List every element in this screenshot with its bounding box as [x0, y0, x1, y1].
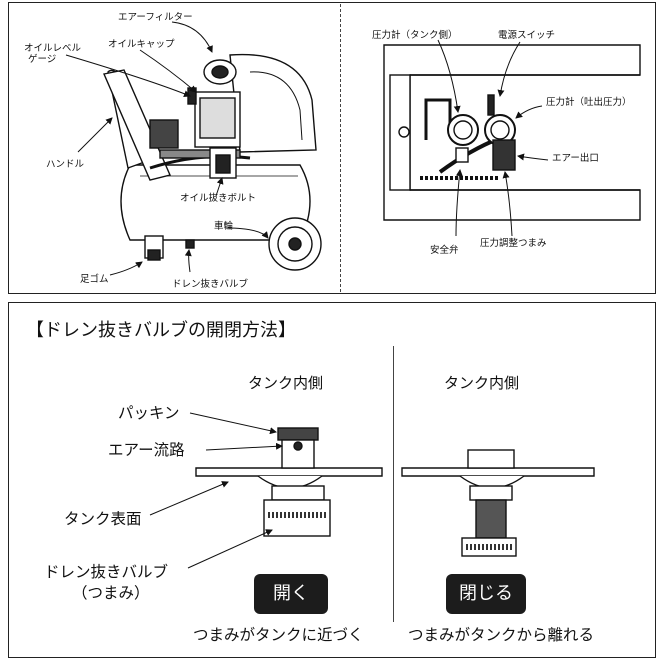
label-air-filter: エアーフィルター: [118, 12, 193, 23]
label-tank-surface: タンク表面: [64, 510, 142, 528]
label-packing: パッキン: [118, 404, 180, 422]
label-pressure-knob: 圧力調整つまみ: [480, 238, 547, 249]
valve-closed-illustration: [401, 449, 595, 557]
label-oil-level-gauge-2: ゲージ: [28, 54, 57, 65]
close-button[interactable]: 閉じる: [446, 574, 526, 614]
label-drain-valve-knob-1: ドレン抜きバルブ: [44, 563, 169, 581]
label-oil-cap: オイルキャップ: [108, 39, 175, 50]
label-safety-valve: 安全弁: [430, 245, 459, 256]
label-foot-rubber: 足ゴム: [80, 274, 109, 285]
open-button[interactable]: 開く: [254, 574, 328, 614]
label-handle: ハンドル: [46, 159, 85, 170]
inner-left-header: タンク内側: [248, 374, 324, 392]
label-oil-drain-bolt: オイル抜きボルト: [180, 193, 257, 204]
label-wheel: 車輪: [214, 221, 234, 232]
label-pressure-gauge-out: 圧力計（吐出圧力）: [546, 97, 632, 108]
valve-open-illustration: [195, 427, 383, 537]
open-caption: つまみがタンクに近づく: [193, 626, 364, 644]
drain-valve-panel: [8, 302, 656, 658]
valve-section-title: 【ドレン抜きバルブの開閉方法】: [26, 320, 296, 341]
bottom-divider: [393, 346, 394, 622]
label-power-switch: 電源スイッチ: [498, 30, 556, 41]
label-air-outlet: エアー出口: [552, 153, 599, 164]
compressor-illustration: [103, 53, 322, 271]
inner-right-header: タンク内側: [444, 374, 520, 392]
label-drain-valve: ドレン抜きバルブ: [172, 279, 249, 290]
label-pressure-gauge-tank: 圧力計（タンク側）: [372, 30, 458, 41]
top-divider: [340, 4, 341, 292]
control-panel-illustration: [383, 44, 641, 221]
close-caption: つまみがタンクから離れる: [408, 626, 595, 644]
label-oil-level-gauge-1: オイルレベル: [24, 43, 82, 54]
label-drain-valve-knob-2: （つまみ）: [72, 584, 150, 602]
label-air-path: エアー流路: [108, 441, 185, 459]
